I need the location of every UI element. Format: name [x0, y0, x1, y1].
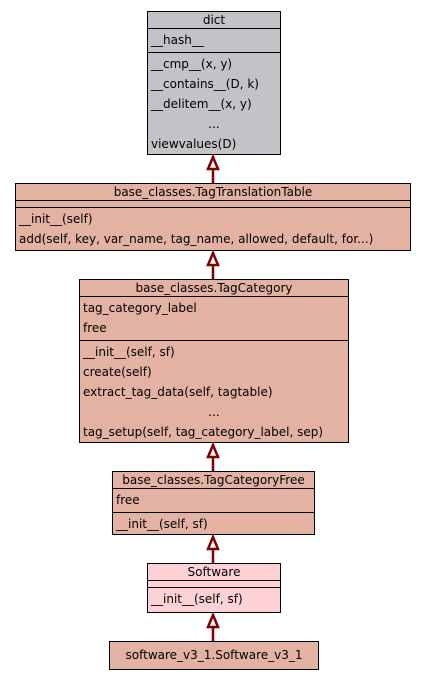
- class-box-software-v3-1[interactable]: software_v3_1.Software_v3_1: [109, 641, 319, 670]
- inheritance-arrow-translation-table-to-dict: [206, 153, 220, 183]
- method-row: add(self, key, var_name, tag_name, allow…: [19, 232, 374, 246]
- arrow-head: [206, 249, 220, 267]
- ellipsis-row: ...: [208, 117, 220, 131]
- arrow-head: [206, 533, 220, 551]
- arrow-head: [206, 153, 220, 171]
- method-row: __cmp__(x, y): [151, 57, 233, 71]
- method-row: __init__(self, sf): [83, 345, 175, 359]
- attribute-section: free: [113, 489, 314, 513]
- method-row: extract_tag_data(self, tagtable): [83, 385, 273, 399]
- inheritance-arrow-tag-category-free-to-tag-category: [206, 441, 220, 471]
- class-box-dict[interactable]: dict __hash__ __cmp__(x, y) __contains__…: [147, 11, 281, 155]
- method-row: viewvalues(D): [151, 137, 237, 151]
- arrow-head: [206, 441, 220, 459]
- inheritance-arrow-tag-category-to-translation-table: [206, 249, 220, 279]
- class-box-software[interactable]: Software __init__(self, sf): [147, 563, 281, 613]
- attribute-row: __hash__: [151, 33, 204, 47]
- class-box-tag-category[interactable]: base_classes.TagCategory tag_category_la…: [79, 279, 349, 443]
- method-row: __init__(self): [19, 212, 93, 226]
- method-row: create(self): [83, 365, 152, 379]
- attribute-row: free: [83, 321, 107, 335]
- class-box-tag-category-free[interactable]: base_classes.TagCategoryFree free __init…: [112, 471, 315, 535]
- class-title: dict: [148, 12, 280, 29]
- method-row: __delitem__(x, y): [151, 97, 252, 111]
- inheritance-arrow-software-to-tag-category-free: [206, 533, 220, 563]
- method-row: tag_setup(self, tag_category_label, sep): [83, 425, 324, 439]
- method-row: __init__(self, sf): [151, 592, 243, 606]
- attribute-row: free: [116, 493, 140, 507]
- arrow-head: [206, 611, 220, 629]
- ellipsis-row: ...: [208, 405, 220, 419]
- attribute-row: tag_category_label: [83, 301, 197, 315]
- class-title: base_classes.TagCategoryFree: [113, 472, 314, 489]
- class-title: base_classes.TagTranslationTable: [16, 184, 410, 201]
- class-title: Software: [148, 564, 280, 581]
- method-section: __init__(self, sf): [113, 513, 314, 536]
- method-section: __init__(self) add(self, key, var_name, …: [16, 208, 410, 251]
- inheritance-arrow-software-v3-1-to-software: [206, 611, 220, 641]
- method-row: __init__(self, sf): [116, 517, 208, 531]
- attribute-section: tag_category_label free: [80, 297, 348, 341]
- method-section: __cmp__(x, y) __contains__(D, k) __delit…: [148, 53, 280, 156]
- method-section: __init__(self, sf): [148, 588, 280, 611]
- class-box-tag-translation-table[interactable]: base_classes.TagTranslationTable __init_…: [15, 183, 411, 251]
- attribute-section: [148, 581, 280, 588]
- class-title: base_classes.TagCategory: [80, 280, 348, 297]
- method-row: __contains__(D, k): [151, 77, 259, 91]
- attribute-section: __hash__: [148, 29, 280, 53]
- attribute-section: [16, 201, 410, 208]
- class-title: software_v3_1.Software_v3_1: [125, 648, 303, 662]
- method-section: __init__(self, sf) create(self) extract_…: [80, 341, 348, 444]
